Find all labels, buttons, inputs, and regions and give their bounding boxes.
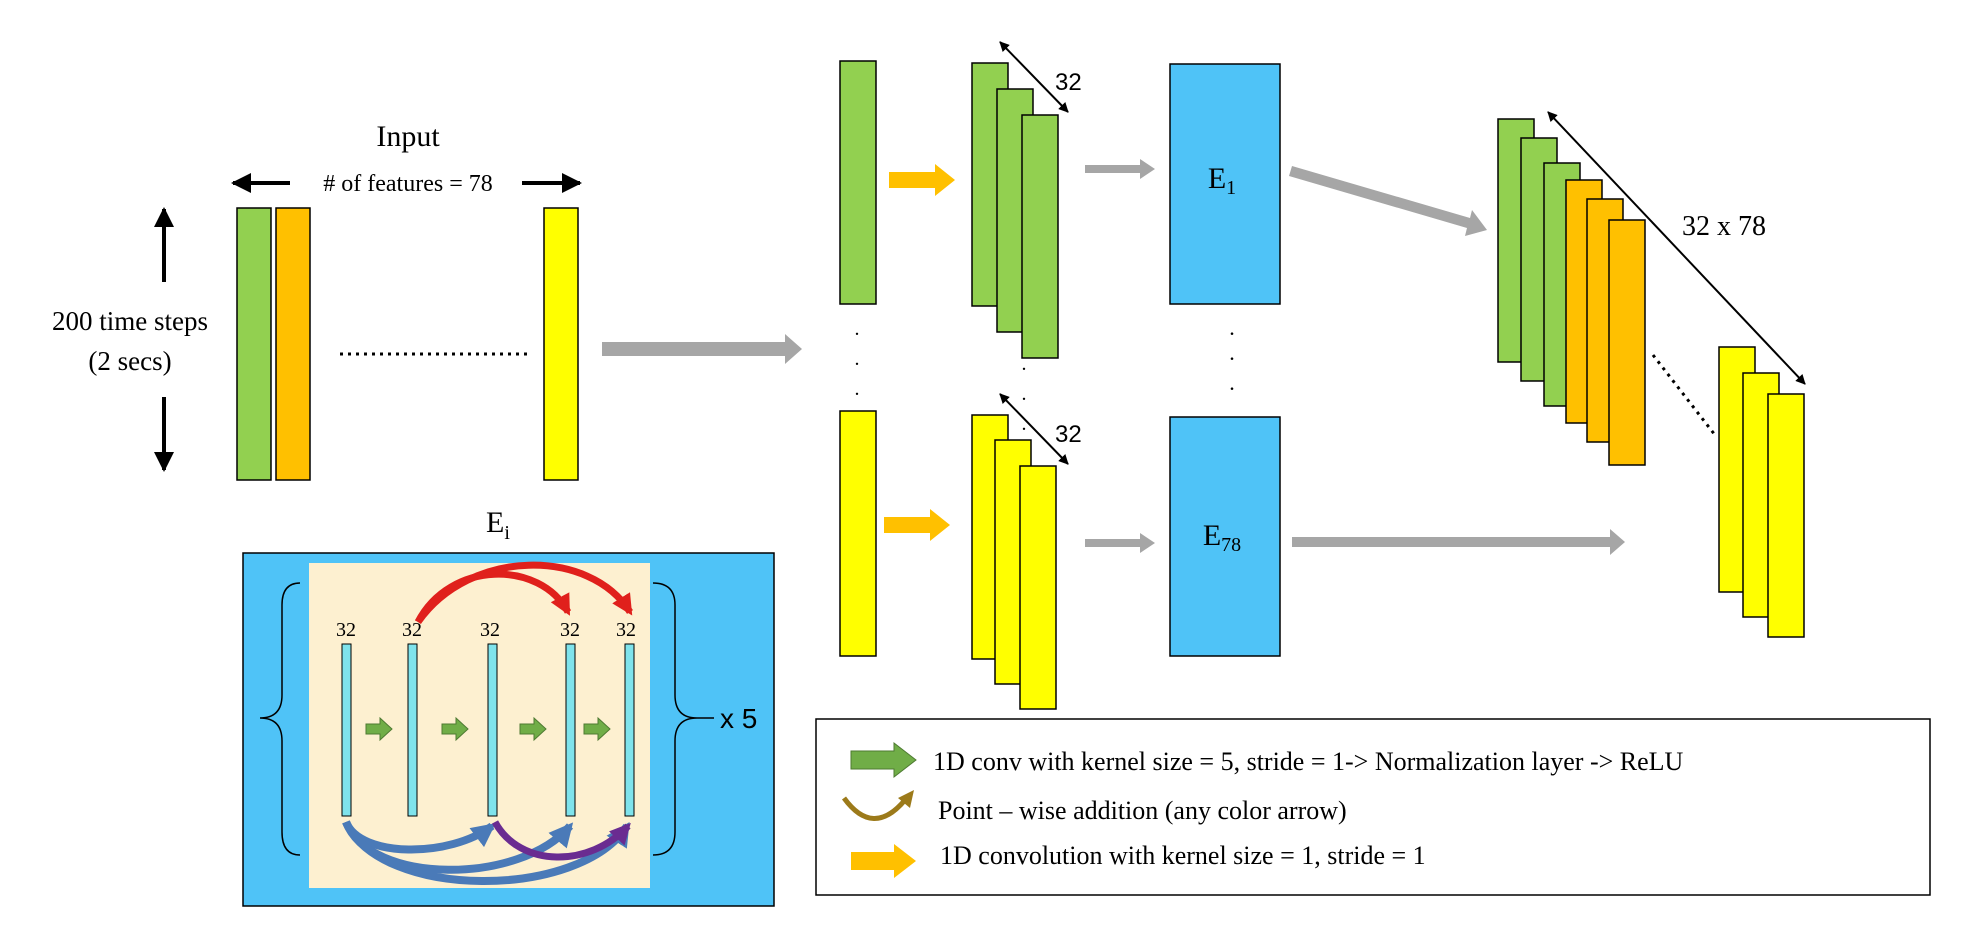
encoder-first-to-output-arrow: [1289, 166, 1487, 236]
top-conv1-arrow: [889, 164, 955, 196]
output-layer-yellow-3: [1767, 393, 1805, 638]
legend-box: [815, 718, 1931, 896]
output-layer-orange-3: [1608, 219, 1646, 466]
legend-conv-label: 1D conv with kernel size = 5, stride = 1…: [933, 747, 1684, 776]
block-layer-4: [565, 643, 576, 817]
residual-arrow-steel-3: [342, 820, 631, 885]
time-label-line2: (2 secs): [88, 346, 171, 376]
legend-conv1-label: 1D convolution with kernel size = 1, str…: [940, 841, 1426, 870]
top-depth-label: 32: [1055, 69, 1082, 96]
input-feature-bar-green: [236, 207, 272, 481]
input-title: Input: [376, 120, 440, 153]
encoder-vertical-dot-2: .: [1229, 340, 1235, 365]
top-stack-layer-3: [1021, 114, 1059, 359]
block-layer-1: [341, 643, 352, 817]
repeat-label: x 5: [720, 703, 757, 734]
encoder-last: [1169, 416, 1281, 657]
encoder-first: [1169, 63, 1281, 305]
encoder-vertical-dots: .: [1229, 315, 1235, 340]
block-conv-arrow-2: [441, 716, 469, 742]
legend-add-arrow-icon: [841, 796, 907, 821]
block-conv-arrow-1: [365, 716, 393, 742]
input-to-split-arrow: [602, 334, 802, 364]
encoder-first-label: E1: [1208, 162, 1236, 199]
output-dim-label: 32 x 78: [1682, 211, 1766, 242]
channel-label-3: 32: [480, 619, 500, 641]
block-conv-arrow-3: [519, 716, 547, 742]
top-depth-arrow: [999, 41, 1069, 113]
channel-label-5: 32: [616, 619, 636, 641]
legend-conv-arrow-icon: [850, 741, 917, 779]
features-label: # of features = 78: [323, 171, 492, 197]
input-feature-bar-orange: [275, 207, 311, 481]
output-dim-arrow: [1547, 111, 1806, 385]
block-layer-2: [407, 643, 418, 817]
block-title: Ei: [486, 506, 510, 544]
channel-label-1: 32: [336, 619, 356, 641]
residual-arrow-red-2: [415, 561, 633, 625]
input-feature-bar-yellow: [543, 207, 579, 481]
residual-arrow-purple: [491, 820, 631, 861]
time-label-line1: 200 time steps: [52, 306, 208, 336]
channel-label-4: 32: [560, 619, 580, 641]
bottom-depth-arrow: [999, 393, 1069, 465]
left-brace: [259, 582, 301, 856]
legend-add-label: Point – wise addition (any color arrow): [938, 796, 1347, 825]
bottom-split-bar: [839, 410, 877, 657]
top-split-bar: [839, 60, 877, 305]
bottom-depth-label: 32: [1055, 421, 1082, 448]
top-to-encoder-arrow: [1085, 159, 1155, 179]
bottom-to-encoder-arrow: [1085, 533, 1155, 553]
bottom-conv1-arrow: [884, 509, 950, 541]
channel-label-2: 32: [402, 619, 422, 641]
split-vertical-dot-2: .: [855, 348, 860, 370]
block-layer-5: [624, 643, 635, 817]
stack-vertical-dot-2: .: [1022, 383, 1027, 405]
legend-add-arrow-head: [898, 790, 914, 808]
split-vertical-dot-3: .: [855, 378, 860, 400]
bottom-stack-layer-3: [1019, 465, 1057, 710]
block-layer-3: [487, 643, 498, 817]
output-ellipsis-dots: [1651, 354, 1717, 436]
block-conv-arrow-4: [583, 716, 611, 742]
encoder-last-label: E78: [1203, 519, 1241, 556]
encoder-vertical-dot-3: .: [1229, 370, 1235, 395]
encoder-last-to-output-arrow: [1292, 529, 1625, 555]
legend-conv1-arrow-icon: [851, 844, 916, 878]
stack-vertical-dots: .: [1022, 353, 1027, 375]
split-vertical-dots: .: [855, 318, 860, 340]
